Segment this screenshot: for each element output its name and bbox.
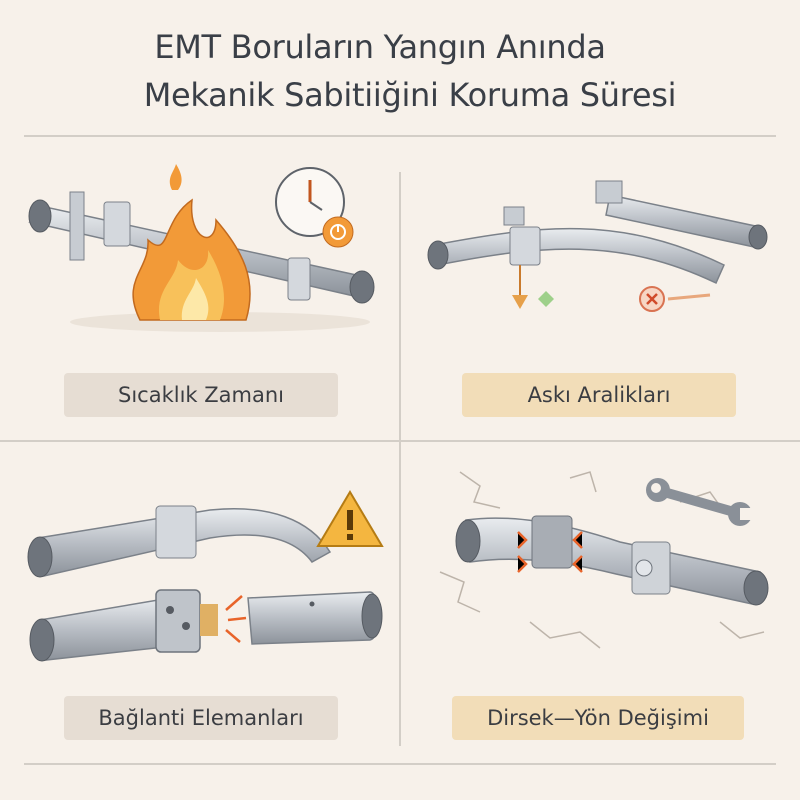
bottom-divider (24, 763, 776, 765)
panel-label-heat-time: Sıcaklık Zamanı (64, 373, 338, 417)
pipe-end (455, 519, 481, 563)
down-arrow-icon (512, 295, 528, 309)
pipe-end (29, 618, 55, 662)
pipe-end (28, 199, 52, 233)
ceiling-bracket-icon (595, 180, 623, 204)
coupling-icon (531, 515, 573, 569)
flame-icon (132, 164, 251, 321)
title-divider (24, 135, 776, 137)
page-title-line-1: EMT Boruların Yangın Anında (154, 28, 606, 66)
fittings-illustration (27, 490, 384, 662)
panel-label-hanger-spacing: Askı Aralikları (462, 373, 736, 417)
clock-icon (275, 167, 345, 237)
heat-time-illustration (28, 164, 375, 332)
center-horizontal-divider (0, 440, 800, 442)
timer-icon (322, 216, 354, 248)
warning-icon (316, 490, 384, 547)
pipe-end (427, 240, 449, 270)
pipe-end (361, 593, 383, 639)
elbow-direction-illustration (439, 471, 769, 649)
wall-bracket-icon (69, 191, 85, 261)
spark-icon (225, 595, 247, 643)
coupling-icon (155, 589, 201, 653)
hanger-spacing-illustration (427, 180, 768, 312)
pipe-end (27, 536, 53, 578)
page-title-line-2: Mekanik Sabitiiğini Koruma Süresi (143, 76, 677, 114)
stress-lines-icon (517, 531, 583, 573)
center-vertical-divider (399, 172, 401, 746)
panel-label-fittings: Bağlanti Elemanları (64, 696, 338, 740)
pipe-body (433, 227, 725, 285)
panel-label-elbow-direction: Dirsek—Yön Değişimi (452, 696, 744, 740)
wrench-icon (646, 478, 754, 526)
wall-crack-icon (439, 471, 765, 649)
diamond-icon (538, 291, 554, 307)
pipe-body (465, 517, 761, 605)
lower-pipe-body (39, 597, 175, 661)
